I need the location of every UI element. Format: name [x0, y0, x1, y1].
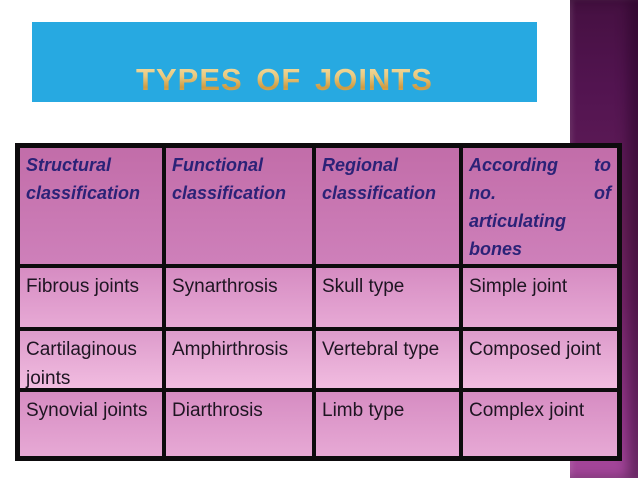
- column-header-structural: Structural classification: [20, 148, 162, 264]
- cell-diarthrosis: Diarthrosis: [166, 392, 312, 456]
- header-line: no. of: [469, 179, 611, 207]
- header-word: bones: [469, 239, 523, 259]
- title-box: TYPES OF JOINTS: [32, 22, 537, 102]
- cell-complex-joint: Complex joint: [463, 392, 617, 456]
- cell-simple-joint: Simple joint: [463, 268, 617, 327]
- cell-fibrous-joints: Fibrous joints: [20, 268, 162, 327]
- header-word: no.: [469, 183, 496, 203]
- cell-skull-type: Skull type: [316, 268, 459, 327]
- cell-limb-type: Limb type: [316, 392, 459, 456]
- column-header-regional: Regional classification: [316, 148, 459, 264]
- cell-synovial-joints: Synovial joints: [20, 392, 162, 456]
- column-header-functional: Functional classification: [166, 148, 312, 264]
- header-word: to: [594, 155, 611, 175]
- header-word: According: [469, 155, 559, 175]
- header-word: of: [594, 183, 611, 203]
- header-word: articulating: [469, 211, 567, 231]
- joints-table: Structural classification Functional cla…: [15, 143, 622, 461]
- cell-vertebral-type: Vertebral type: [316, 331, 459, 388]
- header-line: According to: [469, 151, 611, 179]
- cell-composed-joint: Composed joint: [463, 331, 617, 388]
- cell-cartilaginous-joints: Cartilaginous joints: [20, 331, 162, 388]
- column-header-according: According to no. of articulating bones: [463, 148, 617, 264]
- header-line: articulating: [469, 207, 611, 235]
- cell-amphirthrosis: Amphirthrosis: [166, 331, 312, 388]
- slide-title: TYPES OF JOINTS: [136, 62, 433, 97]
- cell-synarthrosis: Synarthrosis: [166, 268, 312, 327]
- header-line: bones: [469, 235, 611, 263]
